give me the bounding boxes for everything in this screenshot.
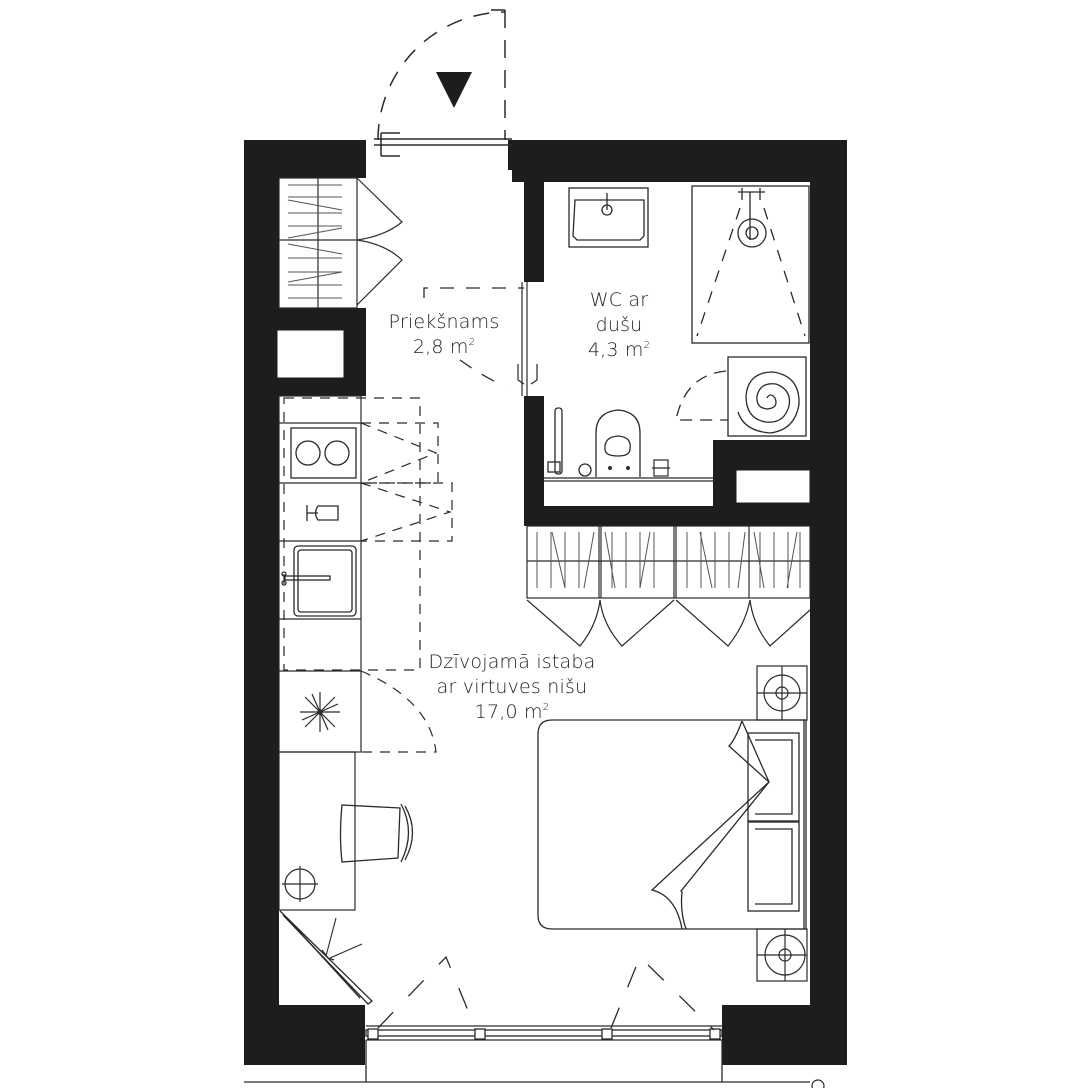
bathroom-bench: [544, 477, 713, 482]
bathroom-name-line2: dušu: [595, 314, 643, 336]
entrance-door[interactable]: [374, 9, 512, 157]
entrance-arrow-down-icon: [436, 72, 472, 108]
fan-extractor-icon: [300, 692, 340, 732]
toilet: [595, 409, 641, 477]
hob-2-burner: [290, 427, 357, 479]
washbasin: [568, 187, 649, 248]
kitchen-dashed-cabinets: [283, 397, 453, 753]
balcony-door-swings: [377, 955, 715, 1031]
hallway-area-value: 2,8: [412, 336, 444, 358]
area-unit: m: [524, 701, 543, 723]
hallway-dashed-outline: [423, 287, 524, 387]
bathroom-door[interactable]: [517, 282, 538, 396]
chair[interactable]: [339, 803, 414, 863]
area-exponent: 2: [643, 340, 651, 351]
area-unit: m: [624, 339, 644, 361]
nightstand-bottom: [756, 928, 808, 982]
area-exponent: 2: [542, 702, 550, 713]
living-name-line1: Dzīvojamā istaba: [428, 651, 596, 673]
desk[interactable]: [278, 751, 356, 911]
nightstand-top: [756, 665, 808, 721]
balcony-window[interactable]: [244, 1025, 810, 1083]
toilet-brush-icon: [578, 463, 592, 477]
wall-niches: [276, 329, 811, 504]
area-unit: m: [449, 336, 469, 358]
wine-glass-icon: [306, 505, 339, 521]
room-label-bathroom: WC ar dušu 4,3 m2: [564, 288, 674, 363]
bathroom-area: 4,3 m2: [564, 338, 674, 363]
grab-bar: [547, 407, 563, 475]
living-name-line2: ar virtuves nišu: [436, 676, 588, 698]
compass-marker: [811, 1079, 825, 1088]
shower: [691, 185, 810, 344]
hallway-wardrobe[interactable]: [278, 177, 403, 309]
window-casement[interactable]: [279, 910, 373, 1005]
lamp-icon: [282, 866, 318, 902]
living-area-value: 17,0: [474, 701, 518, 723]
hallway-area: 2,8 m2: [384, 335, 504, 360]
hallway-name: Priekšnams: [388, 311, 500, 333]
toilet-paper-holder: [652, 459, 670, 477]
double-bed[interactable]: [537, 719, 807, 930]
room-label-hallway: Priekšnams 2,8 m2: [384, 310, 504, 360]
bathroom-name-line1: WC ar: [589, 289, 649, 311]
area-exponent: 2: [468, 337, 476, 348]
living-area: 17,0 m2: [414, 700, 610, 725]
living-wardrobe[interactable]: [526, 525, 811, 647]
bathroom-area-value: 4,3: [587, 339, 619, 361]
kitchen-sink: [281, 545, 357, 617]
room-label-living-room: Dzīvojamā istaba ar virtuves nišu 17,0 m…: [414, 650, 610, 725]
towel-radiator: [675, 356, 807, 437]
walls: [244, 140, 847, 1065]
